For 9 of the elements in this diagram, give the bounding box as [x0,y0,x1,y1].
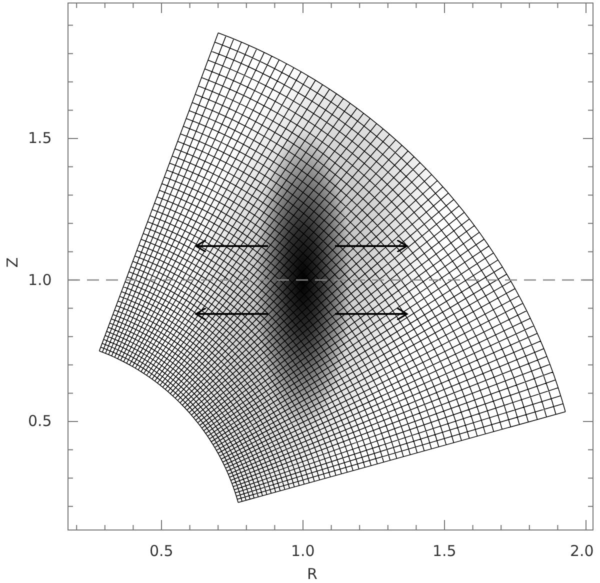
axis-tick-label: 1.0 [28,272,52,288]
axis-title: R [307,566,318,582]
axis-tick-label: 0.5 [150,544,174,558]
axis-tick-label: 0.5 [28,414,52,429]
axis-tick-label: 2.0 [570,544,594,558]
axis-tick-label: 1.0 [291,544,315,558]
axis-tick-label: 1.5 [28,131,52,146]
axis-title: Z [6,256,21,268]
axis-tick-label: 1.5 [432,544,456,558]
